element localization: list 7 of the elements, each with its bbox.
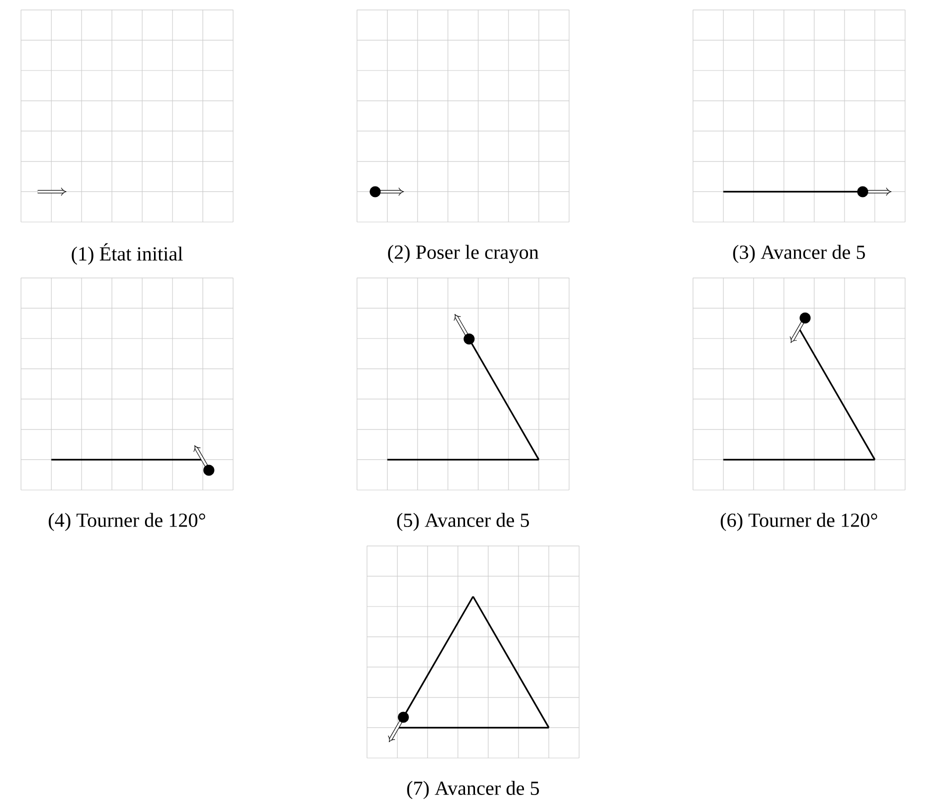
caption: (5) Avancer de 5 xyxy=(397,512,529,532)
caption: (1) État initial xyxy=(72,243,183,265)
caption: (3) Avancer de 5 xyxy=(733,244,865,264)
caption: (6) Tourner de 120° xyxy=(720,512,878,532)
caption: (4) Tourner de 120° xyxy=(48,512,206,532)
caption: (7) Avancer de 5 xyxy=(407,780,539,800)
caption: (2) Poser le crayon xyxy=(388,244,539,264)
